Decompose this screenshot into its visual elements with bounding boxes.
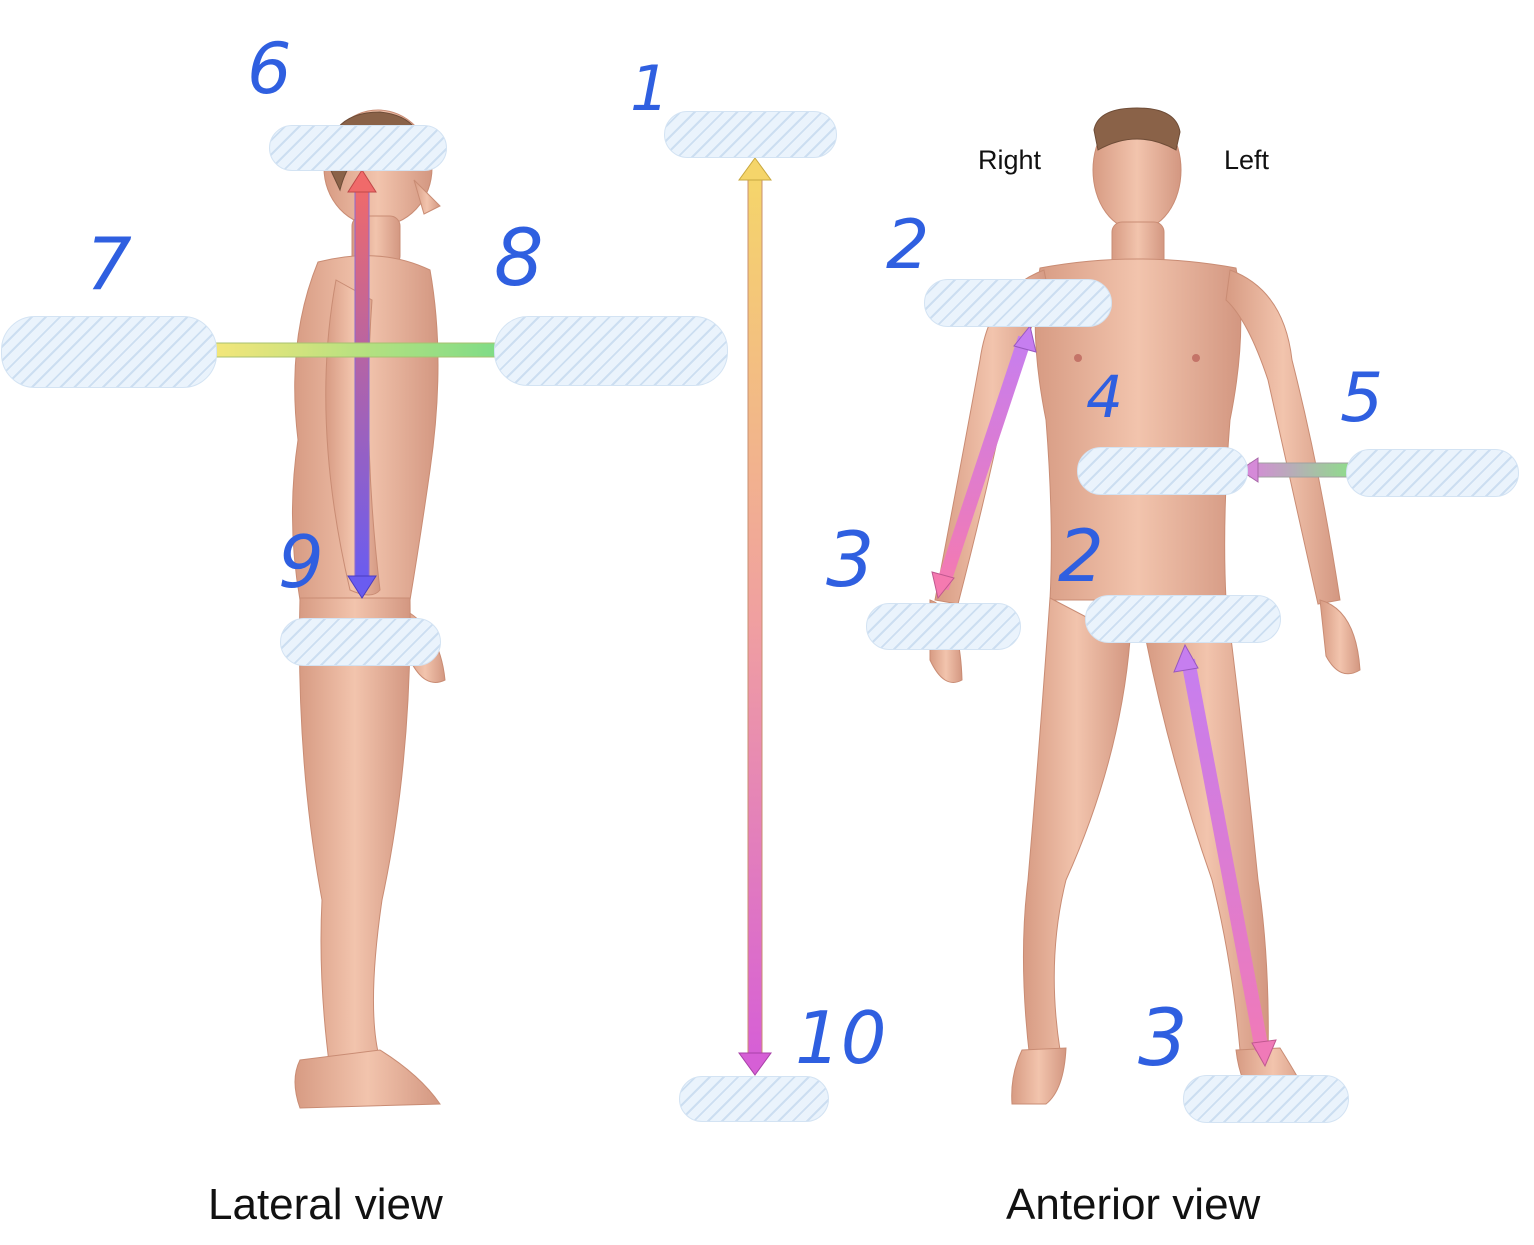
number-1: 1 [630,52,670,125]
label-blank-6[interactable] [269,125,447,171]
label-blank-1[interactable] [664,111,837,158]
number-3-left: 3 [826,515,875,604]
number-9: 9 [278,520,324,604]
label-blank-3-right[interactable] [1183,1075,1349,1123]
number-5: 5 [1340,359,1384,438]
label-blank-7[interactable] [1,316,217,388]
number-6: 6 [247,28,292,110]
arrow-posterior-anterior [214,342,498,358]
number-2-upper: 2 [886,206,930,285]
arrow-proximal-distal-leg [1173,643,1277,1068]
label-blank-3-left[interactable] [866,603,1021,650]
label-blank-4[interactable] [1077,447,1248,495]
number-3-right: 3 [1138,994,1188,1084]
side-label-right: Right [978,145,1042,175]
side-label-left: Left [1224,145,1270,175]
arrow-superior-inferior-lateral [347,169,377,599]
caption-anterior-view: Anterior view [1006,1180,1261,1229]
label-blank-10[interactable] [679,1076,829,1122]
number-4: 4 [1086,363,1123,431]
label-blank-9[interactable] [280,618,441,666]
arrow-proximal-distal-arm [931,324,1037,600]
number-2-lower: 2 [1058,514,1104,598]
label-blank-5[interactable] [1346,449,1519,497]
label-blank-2-lower[interactable] [1085,595,1281,643]
caption-lateral-view: Lateral view [208,1180,443,1229]
number-8: 8 [494,214,544,304]
label-blank-2-upper[interactable] [924,279,1112,327]
arrow-cranial-caudal [738,157,772,1076]
number-10: 10 [795,996,887,1080]
number-7: 7 [86,222,132,306]
arrow-medial-lateral [1239,457,1351,483]
label-blank-8[interactable] [494,316,728,386]
